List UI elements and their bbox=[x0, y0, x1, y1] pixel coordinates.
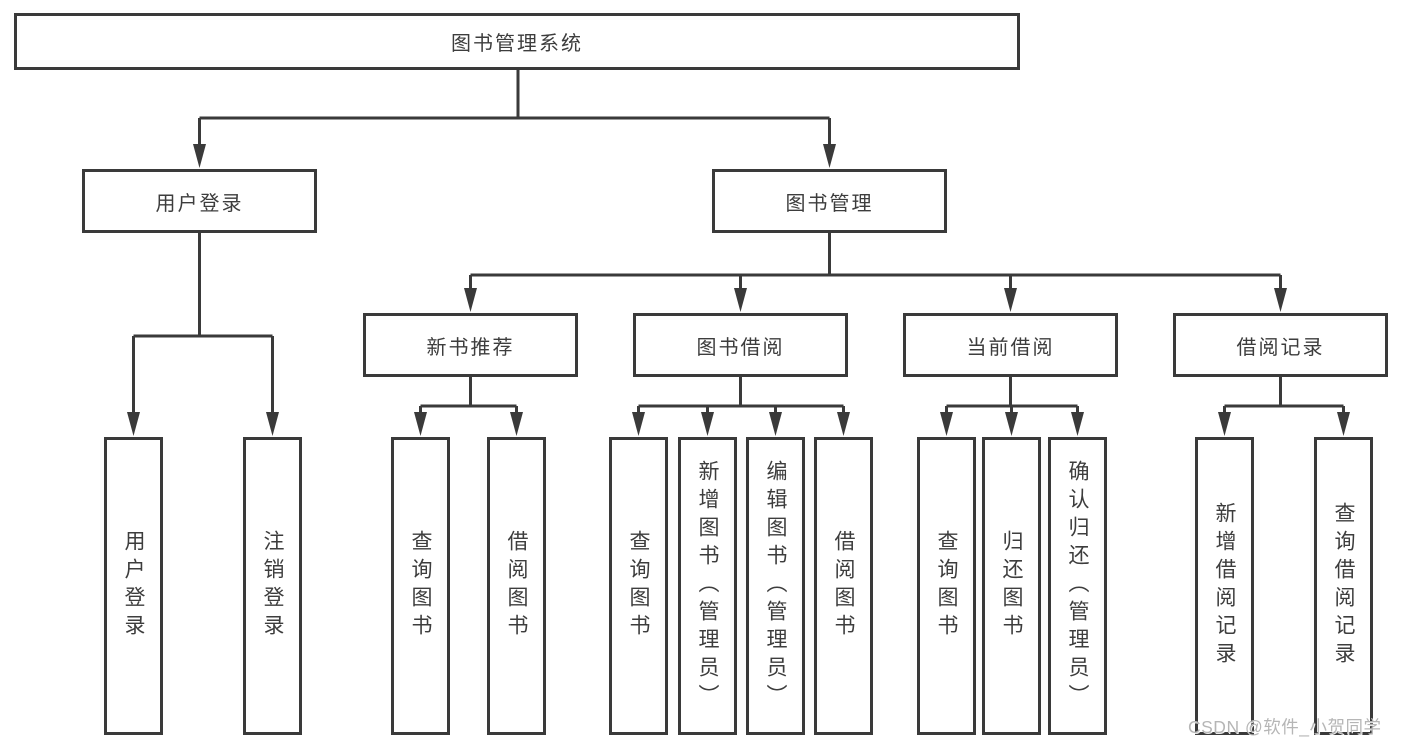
leaf-query-books-current: 查询图书 bbox=[917, 437, 976, 735]
leaf-query-books-borrow: 查询图书 bbox=[609, 437, 668, 735]
leaf-query-borrow-record: 查询借阅记录 bbox=[1314, 437, 1373, 735]
leaf-add-borrow-record: 新增借阅记录 bbox=[1195, 437, 1254, 735]
node-book-management: 图书管理 bbox=[712, 169, 947, 233]
leaf-confirm-return-admin: 确认归还（管理员） bbox=[1048, 437, 1107, 735]
node-book-borrow: 图书借阅 bbox=[633, 313, 848, 377]
node-root: 图书管理系统 bbox=[14, 13, 1020, 70]
node-borrow-records: 借阅记录 bbox=[1173, 313, 1388, 377]
leaf-borrow-books-2: 借阅图书 bbox=[814, 437, 873, 735]
leaf-add-book-admin: 新增图书（管理员） bbox=[678, 437, 737, 735]
leaf-user-login: 用户登录 bbox=[104, 437, 163, 735]
leaf-logout-login: 注销登录 bbox=[243, 437, 302, 735]
leaf-return-books: 归还图书 bbox=[982, 437, 1041, 735]
node-user-login: 用户登录 bbox=[82, 169, 317, 233]
leaf-query-books-recommend: 查询图书 bbox=[391, 437, 450, 735]
csdn-watermark: CSDN @软件_小贺同学 bbox=[1188, 717, 1382, 737]
leaf-edit-book-admin: 编辑图书（管理员） bbox=[746, 437, 805, 735]
node-current-borrow: 当前借阅 bbox=[903, 313, 1118, 377]
leaf-borrow-books-recommend: 借阅图书 bbox=[487, 437, 546, 735]
node-new-book-recommend: 新书推荐 bbox=[363, 313, 578, 377]
